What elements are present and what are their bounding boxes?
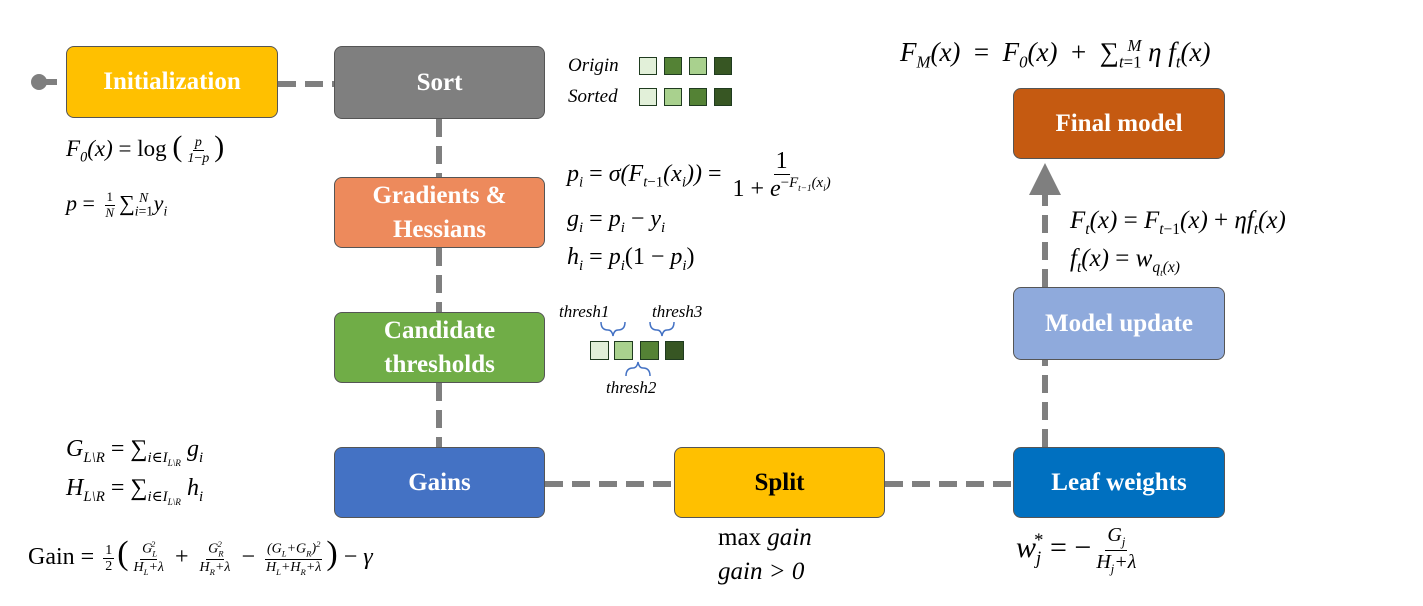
gains-label: Gains [408, 468, 471, 496]
formula-final-model: FM(x) = F0(x) + ∑t=1M η ft(x) [900, 36, 1211, 72]
split-condition-gain-positive: gain > 0 [718, 558, 804, 586]
origin-square-4 [714, 57, 732, 75]
candidate-label-line2: thresholds [384, 350, 495, 378]
split-condition-max-gain: max gain [718, 524, 812, 552]
origin-square-2 [664, 57, 682, 75]
candidate-thresholds-box[interactable]: Candidate thresholds [334, 312, 545, 383]
initialization-label: Initialization [103, 68, 241, 96]
sort-box[interactable]: Sort [334, 46, 545, 119]
leaf-weights-box[interactable]: Leaf weights [1013, 447, 1225, 518]
max-text: max [718, 524, 762, 551]
formula-h-lr: HL\R = ∑i∈IL\R hi [66, 475, 204, 507]
gradients-label-line1: Gradients & [372, 181, 507, 209]
threshold-square-4 [665, 341, 684, 360]
gain-positive-text: gain > 0 [718, 558, 805, 585]
model-update-box[interactable]: Model update [1013, 287, 1225, 360]
sorted-square-1 [639, 88, 657, 106]
final-model-box[interactable]: Final model [1013, 88, 1225, 159]
initialization-box[interactable]: Initialization [66, 46, 278, 118]
split-label: Split [754, 468, 805, 496]
formula-g-lr: GL\R = ∑i∈IL\R gi [66, 436, 204, 468]
candidate-label-line1: Candidate [383, 316, 496, 344]
gains-box[interactable]: Gains [334, 447, 545, 518]
gradients-hessians-box[interactable]: Gradients & Hessians [334, 177, 545, 248]
formula-gi: gi = pi − yi [567, 206, 666, 236]
final-model-label: Final model [1055, 109, 1183, 137]
sorted-square-4 [714, 88, 732, 106]
thresh2-label: thresh2 [606, 378, 657, 397]
formula-ft-update: Ft(x) = Ft−1(x) + ηft(x) [1070, 207, 1286, 238]
model-update-label: Model update [1045, 309, 1193, 337]
formula-ft-leaf: ft(x) = wqt(x) [1070, 245, 1180, 280]
formula-hi: hi = pi(1 − pi) [567, 244, 695, 274]
sorted-square-3 [689, 88, 707, 106]
gradients-label-line2: Hessians [392, 215, 487, 243]
leaf-weights-label: Leaf weights [1051, 468, 1187, 496]
origin-square-3 [689, 57, 707, 75]
origin-square-1 [639, 57, 657, 75]
arrow-head [1029, 163, 1061, 195]
sort-label: Sort [416, 68, 463, 96]
origin-label: Origin [568, 55, 619, 76]
sorted-square-2 [664, 88, 682, 106]
split-box[interactable]: Split [674, 447, 885, 518]
gain-text: gain [767, 524, 812, 551]
threshold-square-2 [614, 341, 633, 360]
sorted-label: Sorted [568, 86, 618, 107]
threshold-square-3 [640, 341, 659, 360]
threshold-square-1 [590, 341, 609, 360]
thresh1-label: thresh1 [559, 302, 610, 321]
thresh3-label: thresh3 [652, 302, 703, 321]
